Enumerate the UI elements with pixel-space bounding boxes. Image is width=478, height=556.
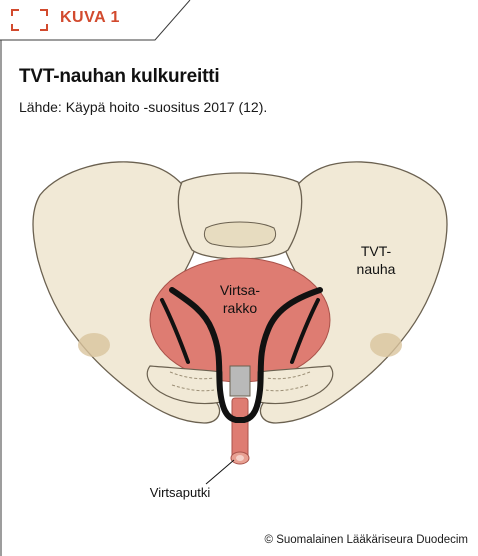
figure-source: Lähde: Käypä hoito -suositus 2017 (12). [19, 99, 267, 115]
pelvis-illustration: Virtsa- rakko TVT- nauha Virtsaputki [0, 140, 478, 540]
urethra-label: Virtsaputki [150, 485, 211, 500]
tape-label: TVT- [361, 243, 392, 259]
bracket-icon [12, 10, 47, 30]
figure-number: KUVA 1 [60, 9, 120, 27]
bladder-label: Virtsa- [220, 282, 261, 298]
bladder [150, 258, 330, 382]
pubic-symphysis [230, 366, 250, 396]
copyright-notice: © Suomalainen Lääkäriseura Duodecim [265, 534, 468, 546]
urethra [232, 398, 248, 458]
tape-label-2: nauha [357, 261, 396, 277]
urethra-pointer [206, 460, 234, 484]
figure-title: TVT-nauhan kulkureitti [19, 66, 219, 88]
bladder-label-2: rakko [223, 300, 257, 316]
sacral-vertebra [204, 222, 275, 247]
